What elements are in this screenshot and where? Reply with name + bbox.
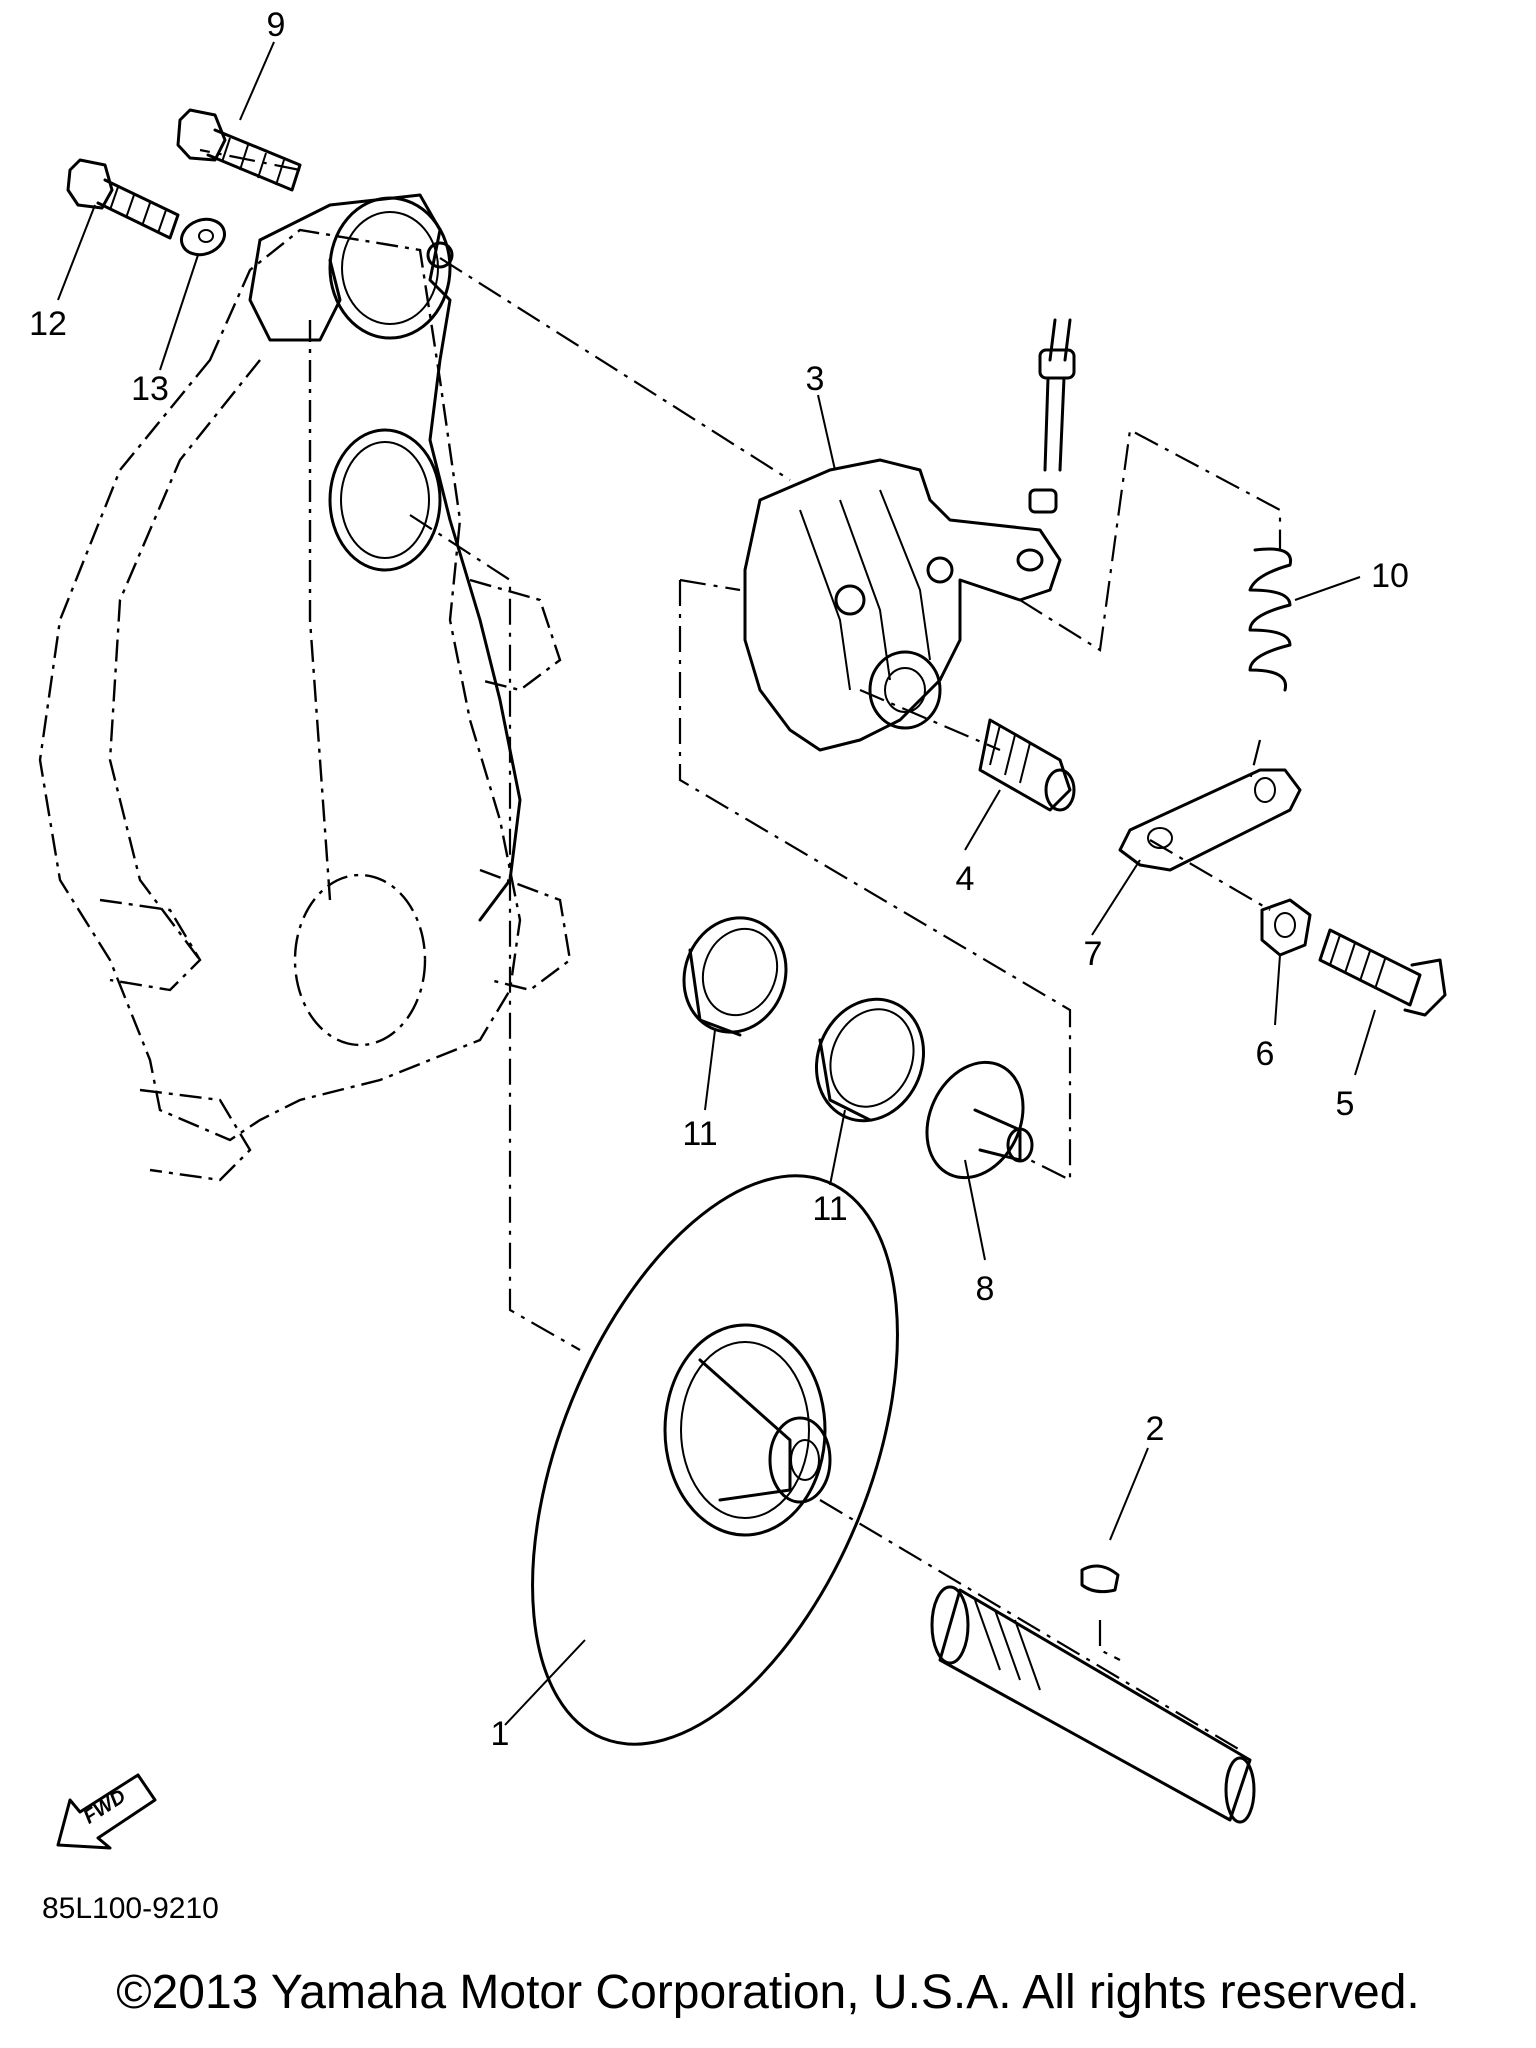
part-1-pulley	[531, 1174, 899, 1746]
part-4-adjuster	[978, 718, 1076, 812]
callout-12: 12	[29, 305, 67, 343]
copyright-notice: ©2013 Yamaha Motor Corporation, U.S.A. A…	[116, 1966, 1420, 2019]
part-11-seal-b	[814, 997, 926, 1123]
part-8-pin-plate	[925, 1060, 1034, 1180]
part-13-washer	[180, 217, 226, 257]
callout-13: 13	[131, 370, 169, 408]
part-12-bolt	[66, 158, 180, 240]
part-3-caliper	[743, 458, 1062, 752]
callout-3: 3	[806, 360, 825, 398]
callout-7: 7	[1084, 935, 1103, 973]
assembly-lines	[199, 148, 1282, 1751]
callout-4: 4	[956, 860, 975, 898]
part-10-spring	[1248, 547, 1293, 692]
shaft	[930, 1585, 1256, 1824]
fwd-arrow-icon: FWD	[56, 1773, 157, 1850]
callout-9: 9	[267, 6, 286, 44]
callout-2: 2	[1146, 1410, 1165, 1448]
housing-cover	[38, 193, 572, 1182]
callout-11a: 11	[682, 1115, 717, 1153]
callout-10: 10	[1371, 557, 1409, 595]
part-6-nut	[1260, 898, 1312, 957]
callout-1: 1	[491, 1715, 510, 1753]
callouts: 1 2 3 4 5 6 7 8 9 10 11 11 12 13	[29, 6, 1409, 1753]
callout-8: 8	[976, 1270, 995, 1308]
part-9-flange-bolt	[176, 108, 302, 192]
part-5-bolt	[1318, 928, 1447, 1017]
leader-lines	[57, 41, 1376, 1726]
cable	[1028, 318, 1076, 514]
part-11-seal-a	[682, 916, 788, 1037]
callout-5: 5	[1336, 1085, 1355, 1123]
drawing-code: 85L100-9210	[42, 1892, 219, 1925]
part-7-link-plate	[1118, 768, 1302, 872]
callout-6: 6	[1256, 1035, 1275, 1073]
callout-11b: 11	[812, 1190, 847, 1228]
part-2-key	[1080, 1564, 1120, 1594]
